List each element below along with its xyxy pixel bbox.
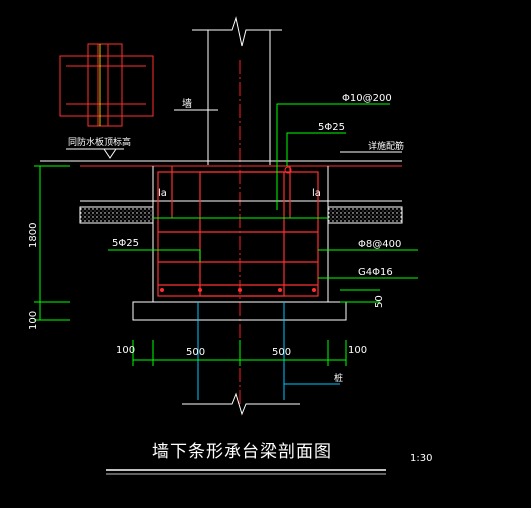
beam xyxy=(132,166,347,321)
dim-right-half: 500 xyxy=(272,347,291,358)
inset-detail xyxy=(59,43,154,127)
wall xyxy=(192,16,282,165)
label-top-main: 5Φ25 xyxy=(318,122,345,133)
leader-top-main xyxy=(286,132,346,166)
top-bar-marker xyxy=(284,166,292,174)
rebar-dot xyxy=(278,288,282,292)
drawing-scale: 1:30 xyxy=(410,453,432,464)
label-detail-ref: 详施配筋 xyxy=(368,140,404,152)
rebar-dot xyxy=(198,288,202,292)
label-bottom-main: 5Φ25 xyxy=(112,238,139,249)
label-pile: 桩 xyxy=(334,372,343,384)
label-la-left: la xyxy=(158,188,167,199)
elevation-marker xyxy=(66,148,124,159)
leader-bottom-main xyxy=(108,249,201,262)
cushion-left xyxy=(79,206,154,224)
wall-break-line xyxy=(192,16,282,47)
elev-triangle xyxy=(103,148,117,159)
label-stirrup: Φ8@400 xyxy=(358,239,401,250)
dim-cushion: 100 xyxy=(28,311,39,330)
pile xyxy=(197,302,340,400)
dim-height: 1800 xyxy=(28,223,39,248)
inner-stirrup xyxy=(199,171,285,297)
rebar-dot xyxy=(312,288,316,292)
leaders xyxy=(108,103,418,279)
label-side-bar: G4Φ16 xyxy=(358,267,393,278)
cushion-layer xyxy=(132,301,347,321)
rebar-cage xyxy=(157,166,319,297)
pile-break-line xyxy=(182,392,300,416)
label-la-right: la xyxy=(312,188,321,199)
dim-right-edge: 100 xyxy=(348,345,367,356)
label-top-bar: Φ10@200 xyxy=(342,93,392,104)
cushion-right xyxy=(327,206,403,224)
horizontal-dimensions xyxy=(132,340,347,366)
label-wall: 墙 xyxy=(182,97,192,110)
label-ground-floor: 同防水板顶标高 xyxy=(68,136,131,148)
inset-cross xyxy=(87,43,123,127)
dim-left-edge: 100 xyxy=(116,345,135,356)
vertical-dimensions xyxy=(34,165,380,321)
inset-outline xyxy=(59,55,154,117)
dim-cover: 50 xyxy=(374,295,385,308)
rebar-dot xyxy=(160,288,164,292)
leader-top-bar xyxy=(276,103,390,210)
drawing-title: 墙下条形承台梁剖面图 xyxy=(152,442,332,462)
rebar-dot xyxy=(238,288,242,292)
slab xyxy=(40,160,402,202)
rebar-points xyxy=(160,166,316,292)
dim-left-half: 500 xyxy=(186,347,205,358)
